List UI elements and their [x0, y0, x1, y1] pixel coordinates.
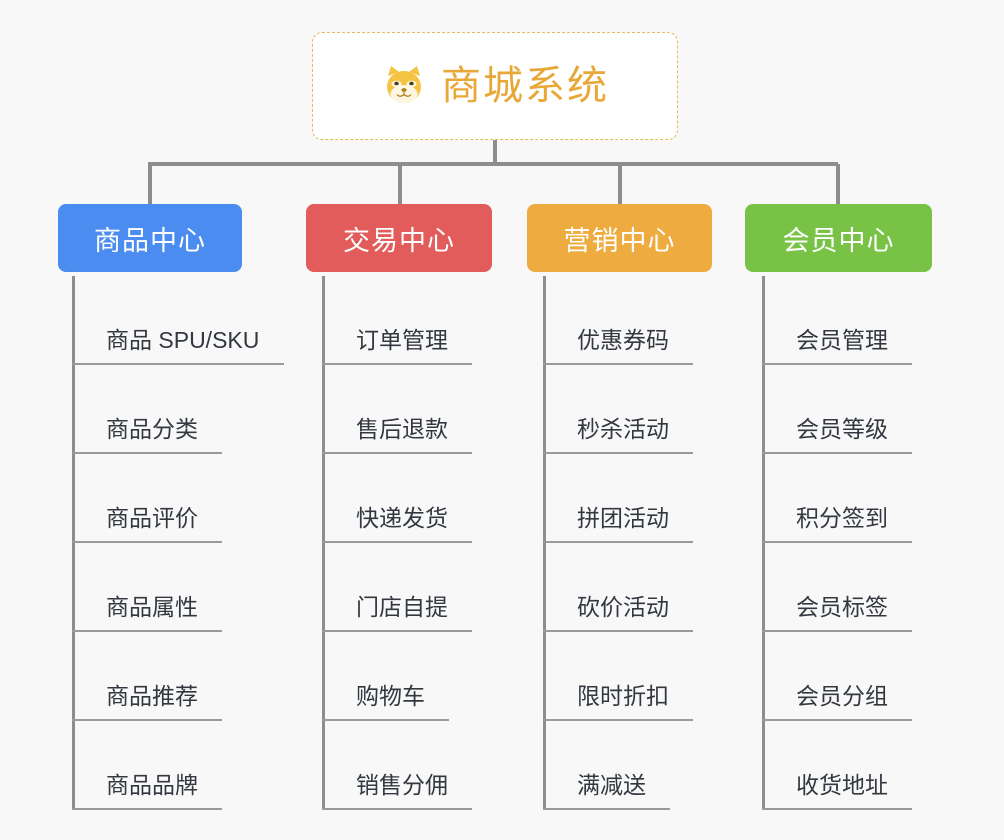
- list-item-label: 订单管理: [356, 327, 448, 353]
- category-label: 营销中心: [563, 225, 676, 256]
- list-item-underline: [543, 452, 693, 454]
- list-item-label: 限时折扣: [577, 683, 669, 709]
- list-item-label: 满减送: [577, 772, 646, 798]
- list-item-underline: [762, 541, 912, 543]
- category-box[interactable]: 商品中心: [58, 204, 242, 272]
- list-item-underline: [543, 363, 693, 365]
- list-item-label: 积分签到: [796, 505, 888, 531]
- list-item-label: 售后退款: [356, 416, 448, 442]
- list-item-label: 会员管理: [796, 327, 888, 353]
- list-item-label: 快递发货: [356, 505, 448, 531]
- category-box[interactable]: 营销中心: [527, 204, 712, 272]
- root-node[interactable]: 商城系统: [312, 32, 678, 140]
- list-item-underline: [322, 719, 449, 721]
- column-spine: [72, 276, 75, 810]
- list-item-label: 商品属性: [106, 594, 198, 620]
- list-item-underline: [322, 630, 472, 632]
- list-item-underline: [762, 452, 912, 454]
- list-item-label: 会员标签: [796, 594, 888, 620]
- category-label: 商品中心: [94, 225, 206, 256]
- list-item-underline: [543, 630, 693, 632]
- list-item-label: 商品 SPU/SKU: [106, 327, 260, 353]
- list-item-underline: [322, 541, 472, 543]
- list-item-label: 会员分组: [796, 683, 888, 709]
- list-item-underline: [543, 541, 693, 543]
- list-item-underline: [543, 719, 693, 721]
- list-item-label: 秒杀活动: [577, 416, 669, 442]
- list-item-label: 商品推荐: [106, 683, 198, 709]
- list-item-label: 优惠券码: [577, 327, 669, 353]
- list-item-label: 会员等级: [796, 416, 888, 442]
- list-item-label: 商品品牌: [106, 772, 198, 798]
- list-item-label: 商品分类: [106, 416, 198, 442]
- category-box[interactable]: 会员中心: [745, 204, 932, 272]
- list-item-label: 销售分佣: [356, 772, 448, 798]
- list-item-label: 收货地址: [796, 772, 888, 798]
- column-spine: [322, 276, 325, 810]
- list-item-underline: [322, 452, 472, 454]
- list-item-underline: [72, 808, 222, 810]
- list-item-underline: [72, 541, 222, 543]
- list-item-underline: [762, 630, 912, 632]
- list-item-label: 商品评价: [106, 505, 198, 531]
- list-item-underline: [762, 719, 912, 721]
- list-item-underline: [72, 630, 222, 632]
- category-label: 交易中心: [343, 225, 455, 256]
- list-item-label: 购物车: [356, 683, 425, 709]
- list-item-underline: [72, 452, 222, 454]
- column-spine: [762, 276, 765, 810]
- root-title: 商城系统: [441, 64, 609, 108]
- list-item-label: 门店自提: [356, 594, 448, 620]
- shiba-dog-icon: [381, 63, 427, 109]
- column-spine: [543, 276, 546, 810]
- category-box[interactable]: 交易中心: [306, 204, 492, 272]
- list-item-underline: [72, 363, 284, 365]
- category-label: 会员中心: [782, 225, 895, 256]
- list-item-label: 拼团活动: [577, 505, 669, 531]
- list-item-label: 砍价活动: [577, 594, 669, 620]
- list-item-underline: [72, 719, 222, 721]
- list-item-underline: [762, 808, 912, 810]
- list-item-underline: [543, 808, 670, 810]
- list-item-underline: [322, 363, 472, 365]
- list-item-underline: [322, 808, 472, 810]
- list-item-underline: [762, 363, 912, 365]
